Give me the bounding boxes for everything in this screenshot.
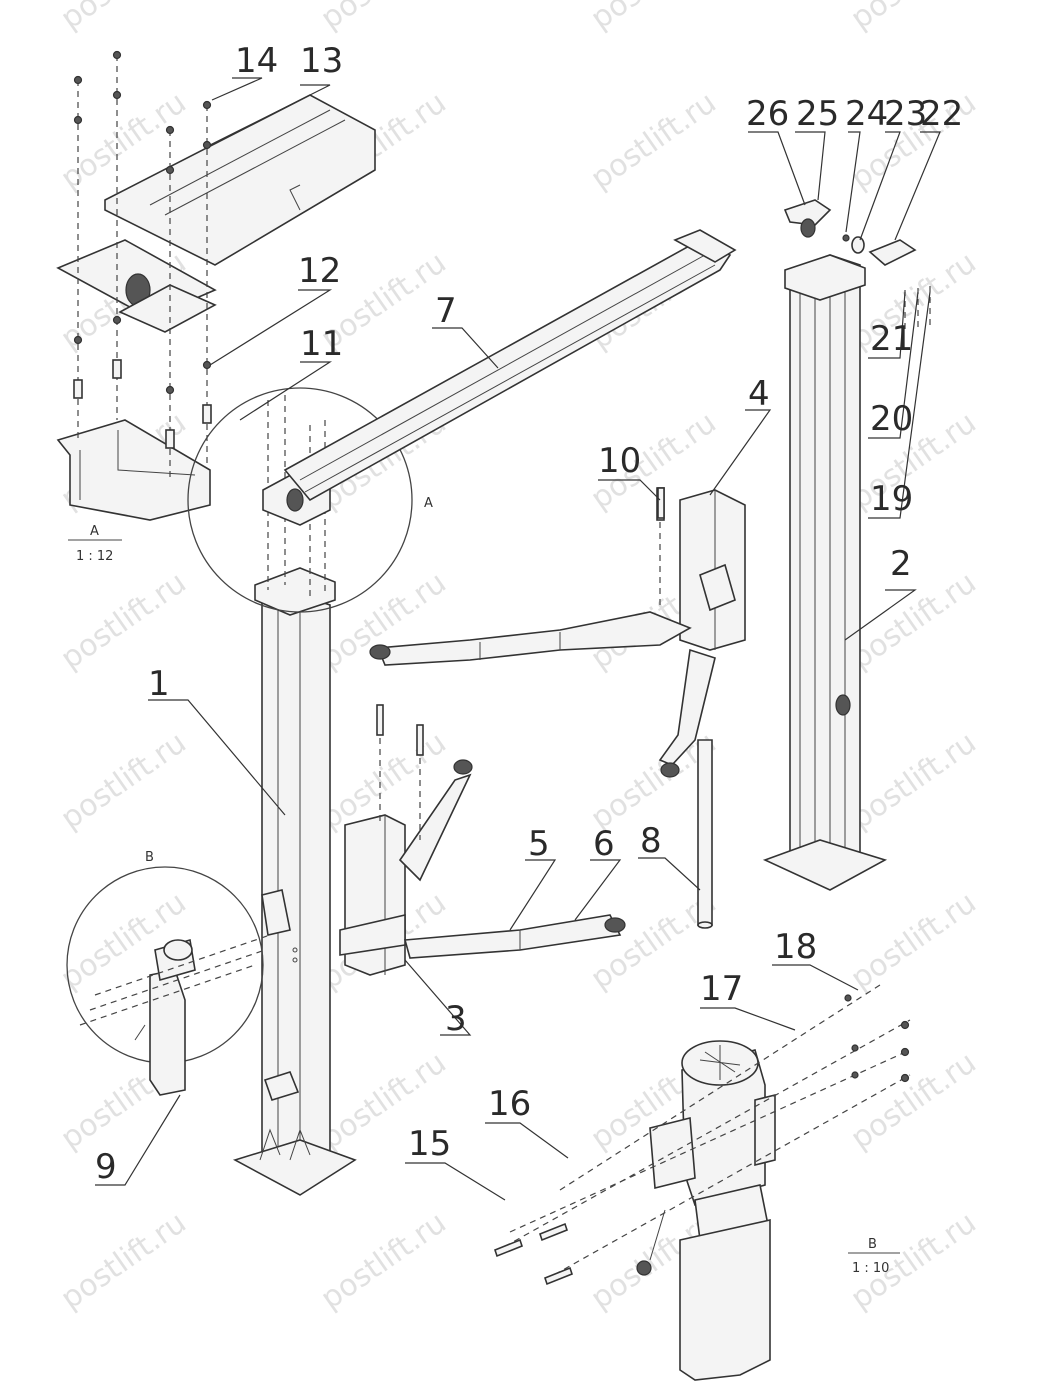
callout-2: 2 (890, 544, 912, 584)
watermark: postlift.ru (315, 0, 453, 37)
callout-24: 24 (845, 94, 888, 134)
detail-b-circle-label: B (145, 850, 154, 865)
watermark: postlift.ru (585, 85, 723, 196)
section-b-name: B (868, 1237, 877, 1252)
post-2 (762, 199, 931, 891)
callout-16: 16 (488, 1084, 531, 1124)
detail-a-circle (187, 387, 413, 613)
watermark: postlift.ru (845, 405, 983, 516)
callout-6: 6 (593, 824, 615, 864)
watermark: postlift.ru (845, 1045, 983, 1156)
watermark: postlift.ru (845, 725, 983, 836)
section-b-scale: 1 : 10 (852, 1261, 889, 1276)
detail-a-circle-label: A (424, 496, 433, 511)
callout-1: 1 (148, 664, 170, 704)
callout-3: 3 (445, 999, 467, 1039)
callout-19: 19 (870, 479, 913, 519)
callout-20: 20 (870, 399, 913, 439)
callout-26: 26 (746, 94, 789, 134)
callout-15: 15 (408, 1124, 451, 1164)
watermark: postlift.ru (55, 565, 193, 676)
callout-14: 14 (235, 41, 278, 81)
callout-labels: 1 2 3 4 5 6 7 8 9 10 11 12 13 14 15 16 1… (95, 41, 963, 1187)
callout-22: 22 (920, 94, 963, 134)
callout-7: 7 (435, 291, 457, 331)
watermark: postlift.ru (845, 0, 983, 37)
callout-13: 13 (300, 41, 343, 81)
callout-10: 10 (598, 441, 641, 481)
hydraulic-power-unit (494, 984, 911, 1381)
callout-leaders (95, 77, 941, 1201)
watermark: postlift.ru (845, 885, 983, 996)
section-a-name: A (90, 524, 99, 539)
callout-4: 4 (748, 374, 770, 414)
crossbeam-7 (283, 229, 737, 502)
callout-9: 9 (95, 1147, 117, 1187)
section-a-scale: 1 : 12 (76, 549, 113, 564)
watermark: postlift.ru (55, 725, 193, 836)
carriage-4-arms (369, 487, 746, 778)
callout-8: 8 (640, 821, 662, 861)
callout-5: 5 (528, 824, 550, 864)
callout-17: 17 (700, 969, 743, 1009)
watermark: postlift.ru (845, 565, 983, 676)
post-1 (232, 395, 357, 1196)
watermark: postlift.ru (55, 0, 193, 37)
callout-12: 12 (298, 251, 341, 291)
watermark: postlift.ru (315, 1205, 453, 1316)
callout-21: 21 (870, 319, 913, 359)
carriage-3-arms (339, 704, 626, 976)
pin-10 (657, 487, 665, 519)
callout-18: 18 (774, 927, 817, 967)
watermark: postlift.ru (55, 1205, 193, 1316)
callout-11: 11 (300, 324, 343, 364)
cylinder-8 (697, 739, 713, 929)
detail-a-exploded (56, 50, 376, 541)
detail-b-small (66, 866, 271, 1096)
watermark: postlift.ru (845, 245, 983, 356)
callout-23: 23 (884, 94, 927, 134)
watermark: postlift.ru (585, 0, 723, 37)
callout-25: 25 (796, 94, 839, 134)
